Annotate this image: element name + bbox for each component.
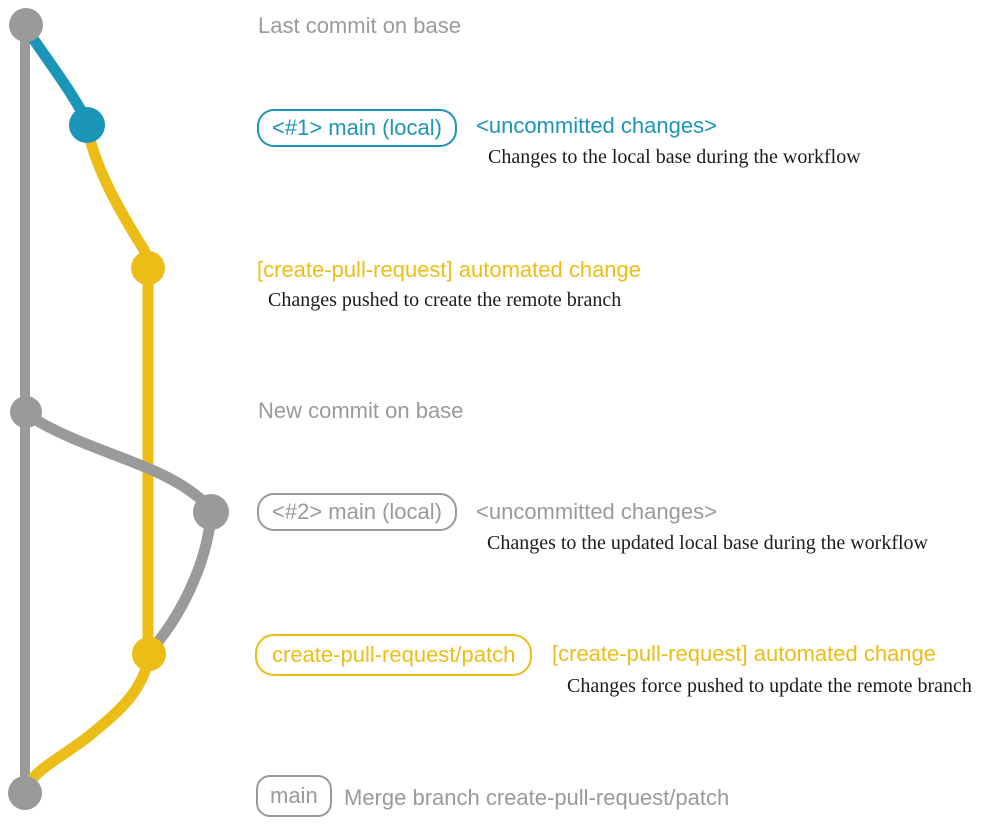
pr-branch-line (82, 129, 154, 655)
desc-local-base-changes-1: Changes to the local base during the wor… (488, 146, 861, 168)
rebase-curve (146, 513, 217, 654)
merge-curve (22, 654, 155, 790)
commit-dot-pr-created (131, 251, 165, 285)
commit-dot-local-main-1 (69, 107, 105, 143)
label-last-commit-on-base: Last commit on base (258, 13, 461, 38)
commit-dot-merge (8, 776, 42, 810)
commit-dot-pr-updated (132, 637, 166, 671)
desc-push-create-remote: Changes pushed to create the remote bran… (268, 289, 622, 311)
desc-local-base-changes-2: Changes to the updated local base during… (487, 532, 928, 554)
commit-dot-base-last (9, 8, 43, 42)
label-merge-branch: Merge branch create-pull-request/patch (344, 785, 730, 810)
commit-graph (8, 8, 229, 810)
branch-badge-main-local-1: <#1> main (local) (257, 109, 457, 147)
branch-badge-main-local-2: <#2> main (local) (257, 493, 457, 531)
note-automated-change-2: [create-pull-request] automated change (552, 641, 937, 666)
branch-badge-pr-patch: create-pull-request/patch (255, 634, 533, 676)
commit-dot-local-main-2 (193, 494, 229, 530)
branch-badge-main: main (256, 775, 332, 817)
local-main-branch-curve (21, 24, 89, 119)
desc-force-push-remote: Changes force pushed to update the remot… (567, 675, 972, 697)
note-uncommitted-changes-2: <uncommitted changes> (476, 499, 717, 524)
note-uncommitted-changes-1: <uncommitted changes> (476, 113, 717, 138)
base-update-curve (23, 409, 212, 510)
note-automated-change-1: [create-pull-request] automated change (257, 257, 642, 282)
commit-dot-base-new (10, 396, 42, 428)
label-new-commit-on-base: New commit on base (258, 398, 464, 423)
